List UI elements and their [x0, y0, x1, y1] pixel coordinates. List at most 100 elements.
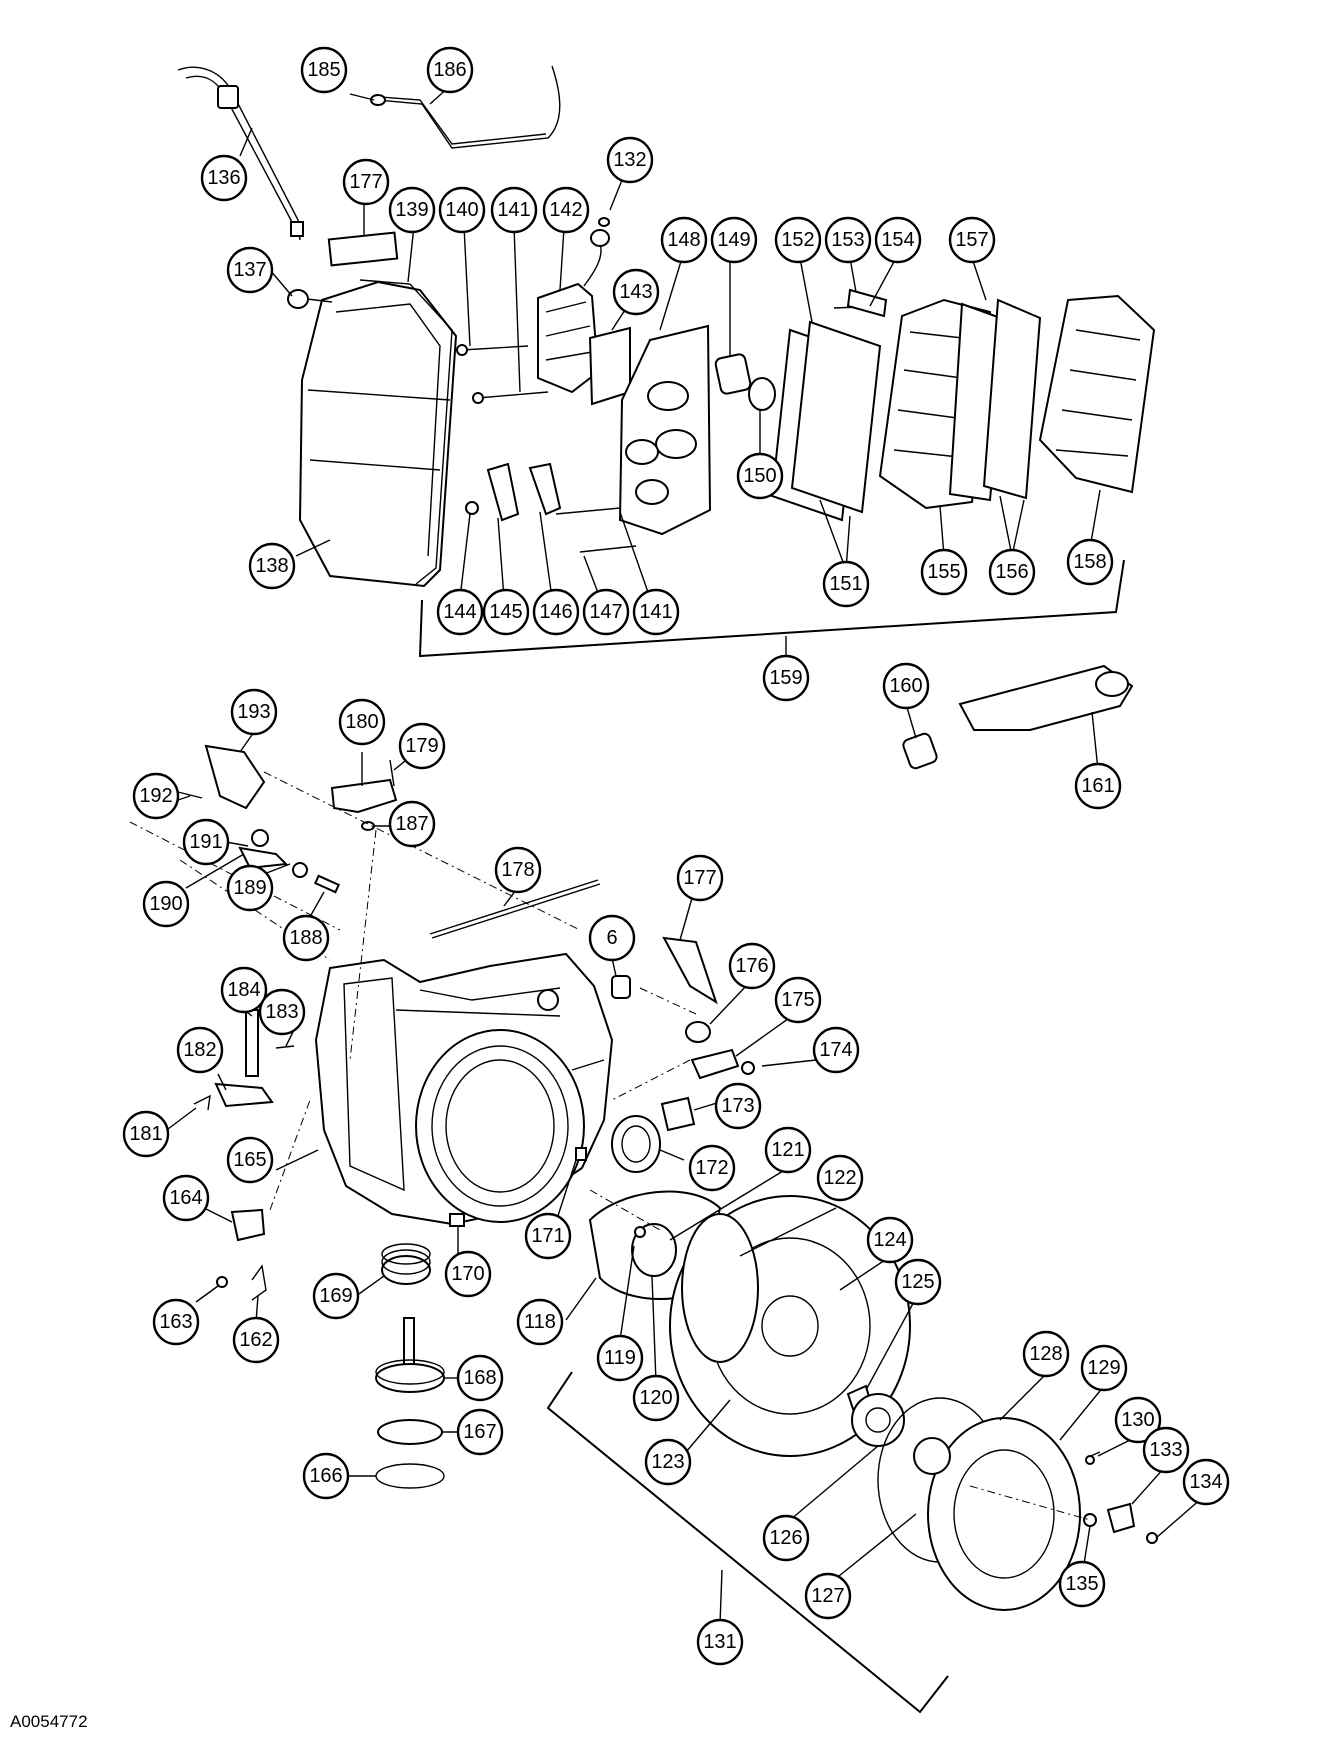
callout-label: 189 — [233, 877, 266, 899]
callout-circle — [248, 542, 296, 590]
callout-circle — [444, 1250, 492, 1298]
callout-136: 136 — [200, 154, 248, 202]
callout-label: 142 — [549, 199, 582, 221]
callout-131: 131 — [696, 1618, 744, 1666]
callout-circle — [1182, 1458, 1230, 1506]
callout-146: 146 — [532, 588, 580, 636]
callout-161: 161 — [1074, 762, 1122, 810]
callout-label: 168 — [463, 1367, 496, 1389]
callout-label: 141 — [639, 601, 672, 623]
callout-circle — [882, 662, 930, 710]
callout-147: 147 — [582, 588, 630, 636]
callout-142: 142 — [542, 186, 590, 234]
parking-rod-drawing — [429, 879, 599, 935]
callout-circle — [162, 1174, 210, 1222]
callout-label: 163 — [159, 1311, 192, 1333]
callout-label: 141 — [497, 199, 530, 221]
callout-160: 160 — [882, 662, 930, 710]
callout-label: 177 — [349, 171, 382, 193]
callout-label: 123 — [651, 1451, 684, 1473]
callout-circle — [230, 688, 278, 736]
callout-circle — [282, 914, 330, 962]
callout-label: 154 — [881, 229, 914, 251]
callout-label: 130 — [1121, 1409, 1154, 1431]
callout-circle — [774, 216, 822, 264]
callout-label: 183 — [265, 1001, 298, 1023]
callout-122: 122 — [816, 1154, 864, 1202]
callout-circle — [764, 1126, 812, 1174]
callout-133: 133 — [1142, 1426, 1190, 1474]
callout-circle — [494, 846, 542, 894]
callout-circle — [258, 988, 306, 1036]
callout-179: 179 — [398, 722, 446, 770]
callout-circle — [312, 1272, 360, 1320]
callout-187: 187 — [388, 800, 436, 848]
callout-label: 165 — [233, 1149, 266, 1171]
callout-label: 181 — [129, 1123, 162, 1145]
callout-circle — [824, 216, 872, 264]
callout-158: 158 — [1066, 538, 1114, 586]
pump-drawing — [927, 1417, 1081, 1611]
callout-140: 140 — [438, 186, 486, 234]
callout-label: 153 — [831, 229, 864, 251]
callout-circle — [728, 942, 776, 990]
callout-180: 180 — [338, 698, 386, 746]
callout-label: 127 — [811, 1585, 844, 1607]
callout-186: 186 — [426, 46, 474, 94]
callout-175: 175 — [774, 976, 822, 1024]
callout-label: 167 — [463, 1421, 496, 1443]
callout-circle — [1142, 1426, 1190, 1474]
callout-label: 148 — [667, 229, 700, 251]
callout-circle — [632, 1374, 680, 1422]
callout-circle — [388, 800, 436, 848]
callout-circle — [490, 186, 538, 234]
callout-circle — [1080, 1344, 1128, 1392]
callout-circle — [696, 1618, 744, 1666]
callout-label: 177 — [683, 867, 716, 889]
callout-123: 123 — [644, 1438, 692, 1486]
callout-circle — [542, 186, 590, 234]
callout-circle — [714, 1082, 762, 1130]
callout-170: 170 — [444, 1250, 492, 1298]
callout-184: 184 — [220, 966, 268, 1014]
callout-circle — [182, 818, 230, 866]
callout-circle — [524, 1212, 572, 1260]
callout-139: 139 — [388, 186, 436, 234]
callout-circle — [1066, 538, 1114, 586]
callout-171: 171 — [524, 1212, 572, 1260]
callout-129: 129 — [1080, 1344, 1128, 1392]
callout-label: 134 — [1189, 1471, 1222, 1493]
callout-circle — [762, 654, 810, 702]
callout-label: 192 — [139, 785, 172, 807]
callout-163: 163 — [152, 1298, 200, 1346]
callout-label: 124 — [873, 1229, 906, 1251]
callout-156: 156 — [988, 548, 1036, 596]
callout-185: 185 — [300, 46, 348, 94]
callout-183: 183 — [258, 988, 306, 1036]
callout-144: 144 — [436, 588, 484, 636]
callout-circle — [232, 1316, 280, 1364]
callout-151: 151 — [822, 560, 870, 608]
lower-valve-body-drawing — [1038, 294, 1156, 494]
callout-label: 151 — [829, 573, 862, 595]
callout-165: 165 — [226, 1136, 274, 1184]
callout-label: 175 — [781, 989, 814, 1011]
callout-circle — [426, 46, 474, 94]
callout-label: 133 — [1149, 1439, 1182, 1461]
callout-circle — [338, 698, 386, 746]
callout-circle — [688, 1144, 736, 1192]
wire-drawing — [377, 65, 561, 149]
callout-circle — [596, 1334, 644, 1382]
callout-circle — [1022, 1330, 1070, 1378]
callout-label: 6 — [606, 927, 617, 949]
callout-label: 158 — [1073, 551, 1106, 573]
callout-143: 143 — [612, 268, 660, 316]
callout-circle — [606, 136, 654, 184]
callout-circle — [200, 154, 248, 202]
callout-circle — [804, 1572, 852, 1620]
callout-148: 148 — [660, 216, 708, 264]
callout-157: 157 — [948, 216, 996, 264]
oil-pan-drawing — [298, 280, 458, 588]
callout-circle — [132, 772, 180, 820]
callout-circle — [436, 588, 484, 636]
